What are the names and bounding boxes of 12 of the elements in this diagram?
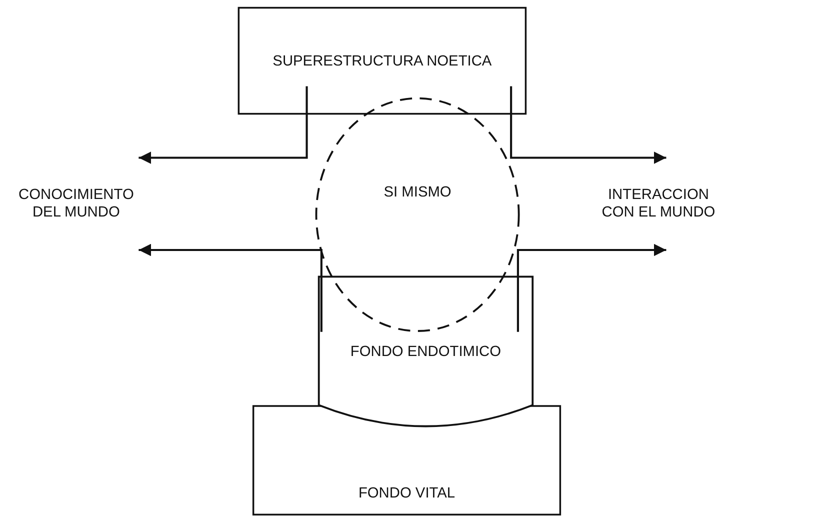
arrow — [510, 86, 666, 164]
node-label: FONDO ENDOTIMICO — [350, 343, 502, 360]
arrow — [138, 86, 308, 164]
arrow — [138, 244, 322, 332]
arrow — [516, 244, 666, 332]
node-label: SI MISMO — [384, 184, 452, 200]
dashed-circle — [315, 97, 520, 332]
node-label: FONDO VITAL — [358, 484, 456, 502]
top-box — [238, 6, 527, 115]
node-label: CONOCIMIENTO DEL MUNDO — [18, 186, 134, 220]
node-label: INTERACCION CON EL MUNDO — [600, 186, 716, 220]
node-label: SUPERESTRUCTURA NOETICA — [272, 52, 492, 70]
